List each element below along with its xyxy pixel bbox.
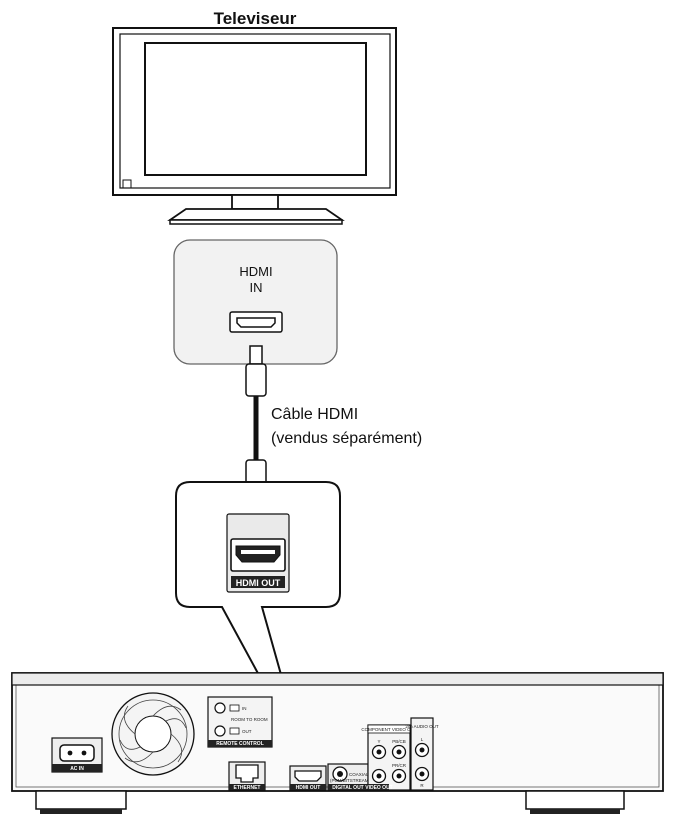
remote-control-block <box>207 696 273 748</box>
audio-l-label: L <box>421 737 424 742</box>
player-rear-panel <box>11 672 664 814</box>
in-label: IN <box>242 706 247 711</box>
hdmi-in-port-icon <box>229 311 283 333</box>
tv-label: Televiseur <box>214 9 297 28</box>
ac-inlet-icon <box>51 737 103 773</box>
comp-pr-label: PR/CR <box>392 763 407 768</box>
cable-label-1: Câble HDMI <box>271 406 358 423</box>
hdmi-out-port-icon <box>289 765 327 791</box>
tv-icon <box>112 27 397 225</box>
out-label: OUT <box>242 729 252 734</box>
hdmi-out-port-detail <box>226 513 290 593</box>
component-video-block <box>367 724 411 791</box>
comp-pb-label: PB/CB <box>392 739 406 744</box>
cable-label-2: (vendus séparément) <box>271 430 422 447</box>
tv-hdmi-label-2: IN <box>250 280 263 295</box>
tv-hdmi-label-1: HDMI <box>239 264 272 279</box>
ethernet-label: ETHERNET <box>234 785 261 791</box>
coaxial-label: COAXIAL <box>349 772 369 777</box>
component-video-out-label: COMPONENT VIDEO OUT <box>361 727 416 732</box>
room-to-room-label: ROOM TO ROOM <box>231 717 268 722</box>
panel-hdmi-out-label: HDMI OUT <box>296 785 321 791</box>
comp-y-label: Y <box>377 739 380 744</box>
fan-grille-icon <box>111 692 195 776</box>
digital-out-label: DIGITAL OUT <box>332 785 363 791</box>
audio-out-block <box>410 717 434 791</box>
audio-r-label: R <box>420 783 424 788</box>
video-out-label: VIDEO OUT <box>365 785 393 791</box>
remote-control-label: REMOTE CONTROL <box>216 741 264 747</box>
bitstream-label: (PCM/BITSTREAM) <box>330 778 371 783</box>
audio-out-label: 2ch AUDIO OUT <box>405 724 439 729</box>
ac-in-label: AC IN <box>70 766 84 772</box>
hdmi-out-label: HDMI OUT <box>236 578 281 588</box>
ethernet-port-icon <box>228 761 266 791</box>
coaxial-jack-icon <box>327 763 369 791</box>
